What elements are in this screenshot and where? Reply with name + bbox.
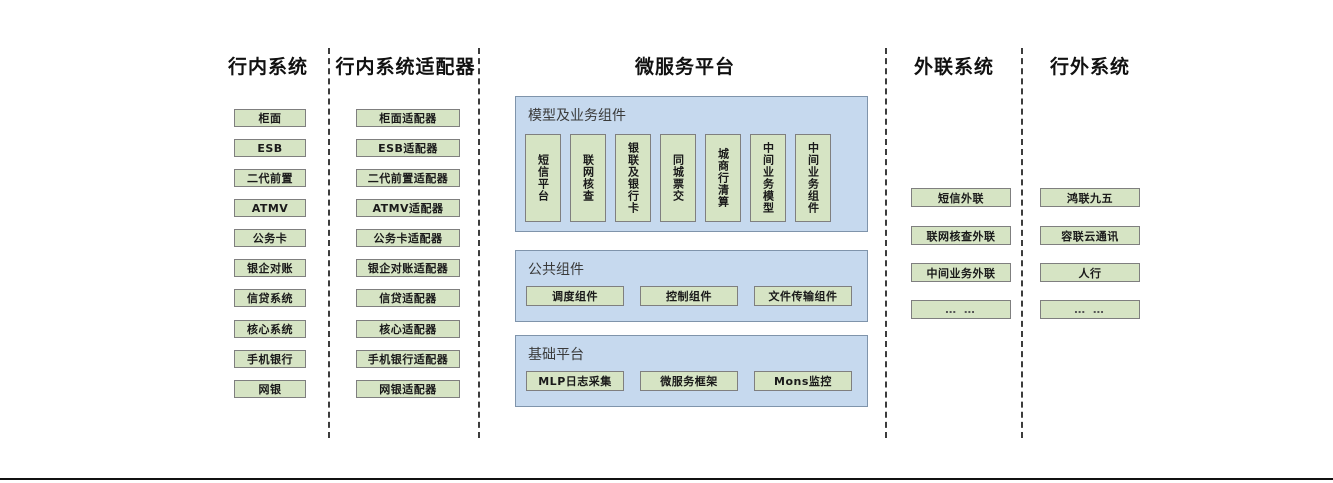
node-public-1[interactable]: 控制组件 xyxy=(640,286,738,306)
node-adapter-4[interactable]: 公务卡适配器 xyxy=(356,229,460,247)
node-adapter-6[interactable]: 信贷适配器 xyxy=(356,289,460,307)
node-in-bank-2[interactable]: 二代前置 xyxy=(234,169,306,187)
node-model-2-label: 银联及银行卡 xyxy=(626,142,640,214)
node-model-0[interactable]: 短信平台 xyxy=(525,134,561,222)
node-in-bank-9[interactable]: 网银 xyxy=(234,380,306,398)
node-base-1[interactable]: 微服务框架 xyxy=(640,371,738,391)
node-outside-2[interactable]: 人行 xyxy=(1040,263,1140,282)
column-separator-2 xyxy=(478,48,480,438)
column-separator-1 xyxy=(328,48,330,438)
node-external-1[interactable]: 联网核查外联 xyxy=(911,226,1011,245)
node-model-4[interactable]: 城商行清算 xyxy=(705,134,741,222)
node-model-3[interactable]: 同城票交 xyxy=(660,134,696,222)
panel-title-model-business-components: 模型及业务组件 xyxy=(528,108,626,124)
column-title-outside-bank-systems: 行外系统 xyxy=(1049,56,1130,78)
node-model-0-label: 短信平台 xyxy=(536,154,550,202)
node-model-1[interactable]: 联网核查 xyxy=(570,134,606,222)
node-in-bank-1[interactable]: ESB xyxy=(234,139,306,157)
node-outside-1[interactable]: 容联云通讯 xyxy=(1040,226,1140,245)
node-model-6-label: 中间业务组件 xyxy=(806,142,820,214)
node-public-2[interactable]: 文件传输组件 xyxy=(754,286,852,306)
panel-title-public-components: 公共组件 xyxy=(528,262,584,278)
node-in-bank-4[interactable]: 公务卡 xyxy=(234,229,306,247)
panel-title-base-platform: 基础平台 xyxy=(528,347,584,363)
node-in-bank-5[interactable]: 银企对账 xyxy=(234,259,306,277)
node-adapter-7[interactable]: 核心适配器 xyxy=(356,320,460,338)
node-model-4-label: 城商行清算 xyxy=(716,148,730,208)
node-adapter-1[interactable]: ESB适配器 xyxy=(356,139,460,157)
column-title-microservice-platform: 微服务平台 xyxy=(634,56,735,78)
node-public-0[interactable]: 调度组件 xyxy=(526,286,624,306)
node-outside-0[interactable]: 鸿联九五 xyxy=(1040,188,1140,207)
column-separator-4 xyxy=(1021,48,1023,438)
node-in-bank-0[interactable]: 柜面 xyxy=(234,109,306,127)
node-model-2[interactable]: 银联及银行卡 xyxy=(615,134,651,222)
bottom-divider xyxy=(0,478,1333,480)
node-external-2[interactable]: 中间业务外联 xyxy=(911,263,1011,282)
node-outside-3[interactable]: … … xyxy=(1040,300,1140,319)
column-title-external-link-systems: 外联系统 xyxy=(913,56,994,78)
node-adapter-8[interactable]: 手机银行适配器 xyxy=(356,350,460,368)
node-model-5-label: 中间业务模型 xyxy=(761,142,775,214)
node-adapter-5[interactable]: 银企对账适配器 xyxy=(356,259,460,277)
node-base-0[interactable]: MLP日志采集 xyxy=(526,371,624,391)
node-in-bank-8[interactable]: 手机银行 xyxy=(234,350,306,368)
node-in-bank-6[interactable]: 信贷系统 xyxy=(234,289,306,307)
node-adapter-0[interactable]: 柜面适配器 xyxy=(356,109,460,127)
node-in-bank-7[interactable]: 核心系统 xyxy=(234,320,306,338)
column-separator-3 xyxy=(885,48,887,438)
node-in-bank-3[interactable]: ATMV xyxy=(234,199,306,217)
node-external-0[interactable]: 短信外联 xyxy=(911,188,1011,207)
column-title-in-bank-adapters: 行内系统适配器 xyxy=(335,56,476,78)
node-base-2[interactable]: Mons监控 xyxy=(754,371,852,391)
node-model-3-label: 同城票交 xyxy=(671,154,685,202)
node-adapter-9[interactable]: 网银适配器 xyxy=(356,380,460,398)
node-model-5[interactable]: 中间业务模型 xyxy=(750,134,786,222)
column-title-in-bank-systems: 行内系统 xyxy=(227,56,308,78)
node-external-3[interactable]: … … xyxy=(911,300,1011,319)
node-adapter-3[interactable]: ATMV适配器 xyxy=(356,199,460,217)
node-adapter-2[interactable]: 二代前置适配器 xyxy=(356,169,460,187)
node-model-6[interactable]: 中间业务组件 xyxy=(795,134,831,222)
node-model-1-label: 联网核查 xyxy=(581,154,595,202)
